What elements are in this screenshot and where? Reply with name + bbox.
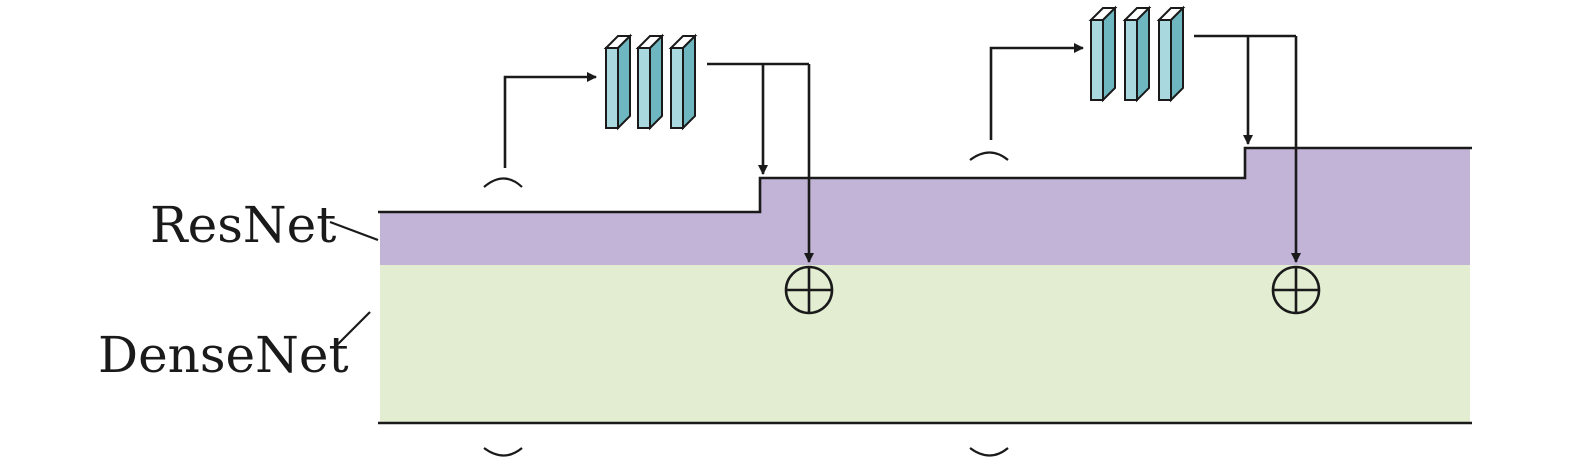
resnet-pointer [329, 220, 379, 242]
brace-bottom-1 [483, 447, 523, 457]
resnet-top-edge [378, 146, 1472, 214]
densenet-pointer [334, 311, 371, 348]
stage2-circled-plus-icon [1271, 265, 1321, 315]
stage2-conv-block-icon [1088, 5, 1186, 103]
brace-top-2 [969, 151, 1009, 161]
stage1-input-arrow [503, 72, 597, 168]
stage1-circled-plus-icon [784, 265, 834, 315]
densenet-label: DenseNet [98, 326, 349, 384]
densenet-region [380, 265, 1470, 423]
brace-bottom-2 [969, 447, 1009, 457]
brace-top-1 [483, 177, 523, 188]
resnet-label: ResNet [150, 196, 336, 254]
resnet-region [380, 148, 1470, 265]
stage1-conv-block-icon [603, 33, 698, 131]
stage2-input-arrow [989, 43, 1084, 140]
